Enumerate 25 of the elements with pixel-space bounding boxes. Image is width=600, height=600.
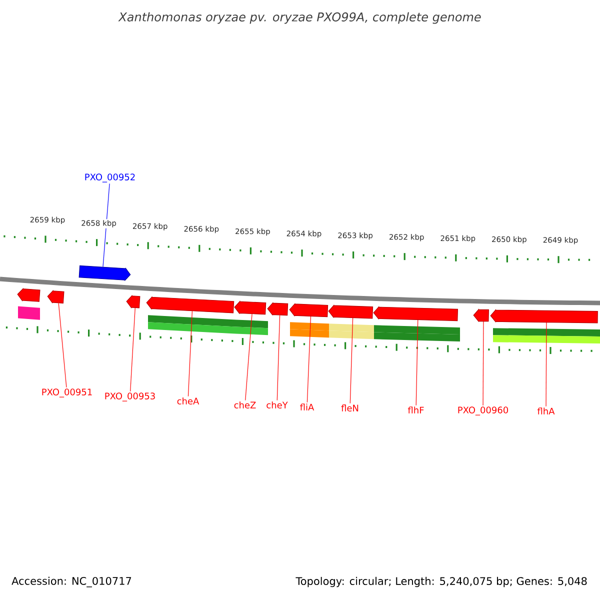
accession-text: Accession: NC_010717 xyxy=(12,576,132,588)
gene-label: PXO_00952 xyxy=(85,174,135,182)
gene-label: PXO_00951 xyxy=(42,388,92,398)
title: Xanthomonas oryzae pv. oryzae PXO99A, complete genome xyxy=(118,12,481,24)
leader-line xyxy=(482,321,484,406)
gene-label: flhA xyxy=(537,408,555,414)
leader-line xyxy=(58,302,67,388)
leader-line xyxy=(306,316,312,403)
gene-label: cheA xyxy=(177,398,200,404)
leader-line xyxy=(350,318,354,404)
gene-label: cheZ xyxy=(234,402,256,408)
gene-label: fliA xyxy=(300,404,314,410)
gene-label: PXO_00960 xyxy=(458,406,508,416)
leader-line xyxy=(130,308,136,392)
leader-line xyxy=(188,310,193,397)
leader-line xyxy=(416,320,418,406)
leader-line xyxy=(245,314,252,401)
gene-label: cheY xyxy=(266,402,288,408)
gene-label: flhF xyxy=(408,406,424,414)
leader-line xyxy=(546,322,547,407)
genome-info-text: Topology: circular; Length: 5,240,075 bp; Genes: 5,048 xyxy=(296,576,587,588)
gene-label: fleN xyxy=(341,404,358,412)
gene-label: PXO_00953 xyxy=(105,392,155,402)
leader-line xyxy=(276,314,280,401)
leader-line xyxy=(102,183,110,268)
